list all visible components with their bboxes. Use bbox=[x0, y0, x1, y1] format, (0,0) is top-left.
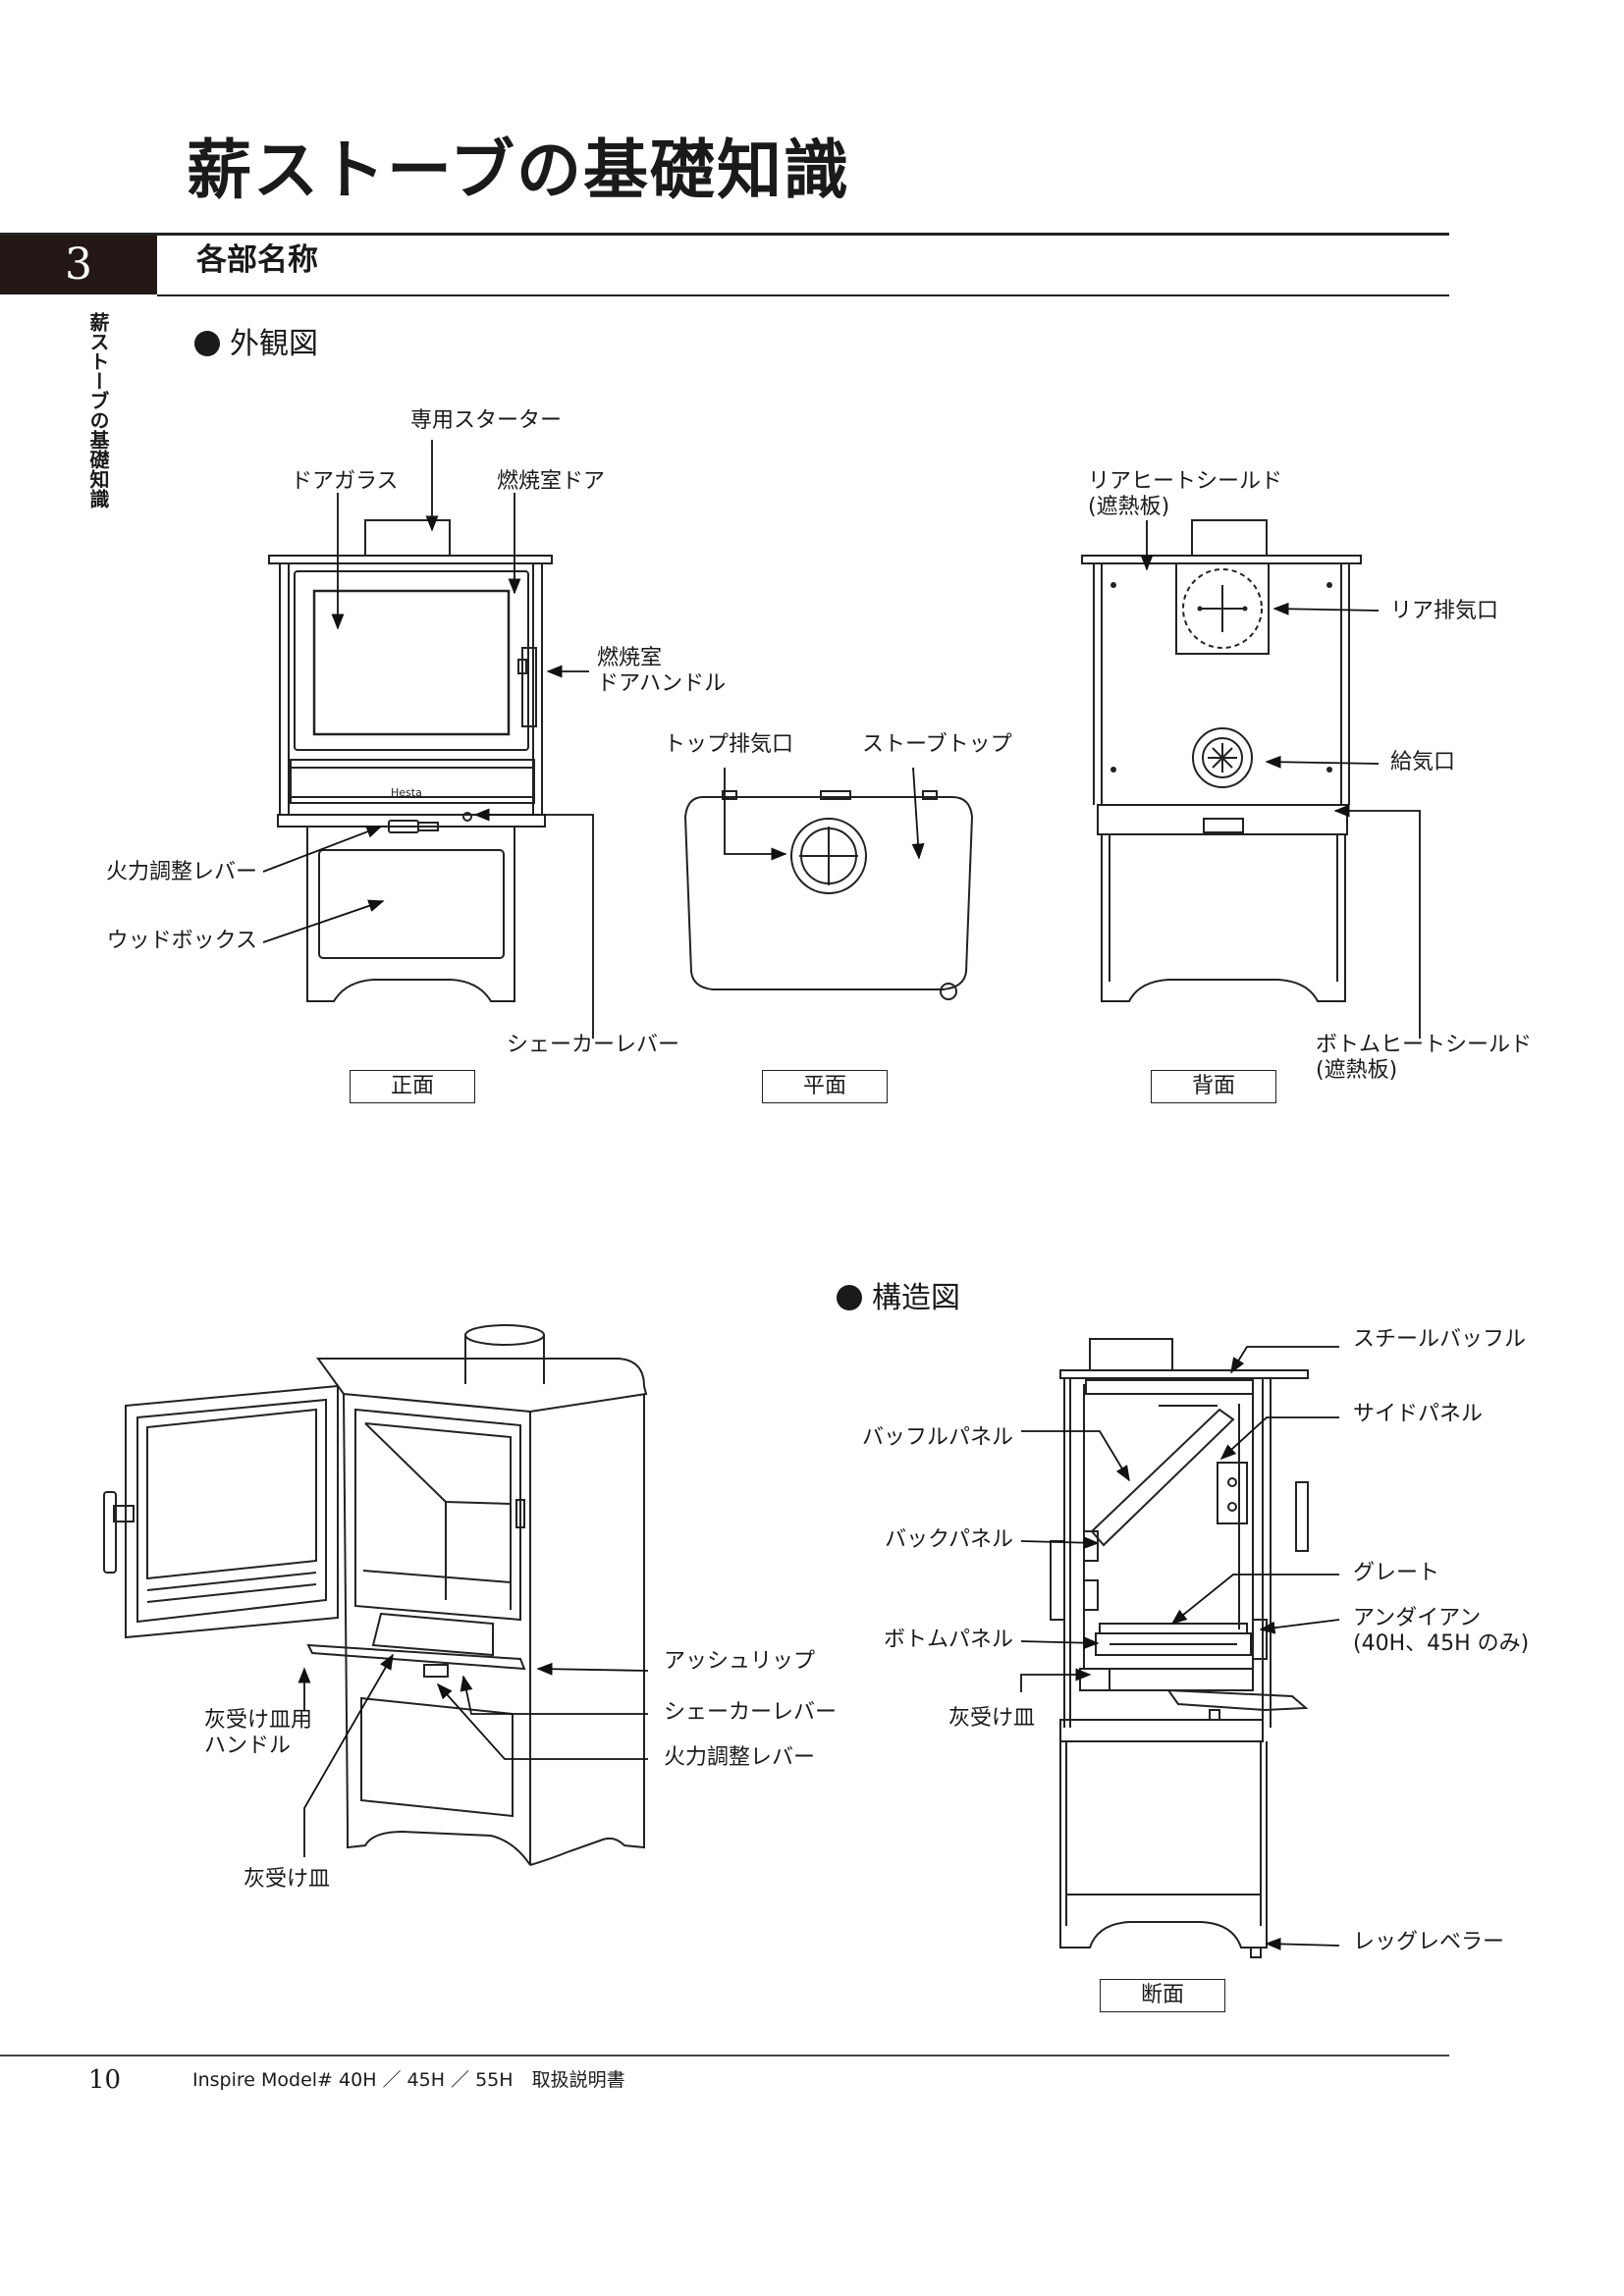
bullet-icon bbox=[194, 331, 220, 356]
brand-plate: Hesta bbox=[391, 786, 422, 799]
section-number: 3 bbox=[0, 236, 157, 294]
label-ashpan-perspective: 灰受け皿 bbox=[244, 1867, 331, 1892]
structure-heading: 構造図 bbox=[837, 1284, 960, 1313]
leader-lines bbox=[262, 440, 1421, 1950]
label-starter: 専用スターター bbox=[410, 408, 563, 433]
perspective-drawing bbox=[103, 1324, 648, 1866]
label-top-exhaust: トップ排気口 bbox=[664, 732, 794, 757]
page-number: 10 bbox=[88, 2065, 122, 2095]
title-rule bbox=[0, 233, 1449, 236]
plan-view-drawing bbox=[683, 790, 974, 1000]
label-grate: グレート bbox=[1353, 1561, 1440, 1585]
front-view-drawing bbox=[268, 519, 553, 1002]
label-steel-baffle: スチールバッフル bbox=[1353, 1327, 1527, 1352]
view-label-front: 正面 bbox=[350, 1070, 475, 1103]
view-label-back: 背面 bbox=[1151, 1070, 1276, 1103]
label-bottom-shield: ボトムヒートシールド (遮熱板) bbox=[1316, 1033, 1533, 1083]
label-air-lever: 火力調整レバー bbox=[105, 860, 257, 884]
label-woodbox: ウッドボックス bbox=[106, 929, 257, 953]
label-door-handle: 燃焼室 ドアハンドル bbox=[597, 646, 727, 696]
label-rear-shield: リアヒートシールド (遮熱板) bbox=[1088, 469, 1283, 519]
page-title: 薪ストーブの基礎知識 bbox=[187, 132, 851, 208]
label-rear-exhaust: リア排気口 bbox=[1390, 599, 1499, 623]
side-tab: 薪ストーブの基礎知識 bbox=[86, 312, 110, 508]
label-door-glass: ドアガラス bbox=[291, 469, 399, 494]
footer-rule bbox=[0, 2055, 1449, 2056]
label-leg-leveler: レッグレベラー bbox=[1353, 1930, 1505, 1954]
footer-text: Inspire Model# 40H ／ 45H ／ 55H 取扱説明書 bbox=[192, 2069, 625, 2091]
view-label-section: 断面 bbox=[1100, 1979, 1225, 2012]
label-shaker-lever: シェーカーレバー bbox=[507, 1033, 680, 1057]
label-ash-lip: アッシュリップ bbox=[664, 1649, 816, 1674]
label-ashpan-handle: 灰受け皿用 ハンドル bbox=[204, 1708, 313, 1758]
structure-heading-text: 構造図 bbox=[872, 1281, 960, 1315]
label-bottom-panel: ボトムパネル bbox=[883, 1628, 1013, 1652]
view-label-plan: 平面 bbox=[762, 1070, 888, 1103]
label-back-panel: バックパネル bbox=[885, 1527, 1013, 1552]
label-stove-top: ストーブトップ bbox=[862, 732, 1012, 757]
label-baffle-panel: バッフルパネル bbox=[861, 1425, 1013, 1450]
label-firebox-door: 燃焼室ドア bbox=[497, 469, 606, 494]
bullet-icon bbox=[837, 1285, 862, 1310]
cross-section-drawing bbox=[1050, 1338, 1309, 1958]
exterior-heading-text: 外観図 bbox=[230, 327, 318, 361]
back-view-drawing bbox=[1081, 519, 1362, 1002]
label-side-panel: サイドパネル bbox=[1353, 1402, 1484, 1426]
label-ashpan-section: 灰受け皿 bbox=[948, 1706, 1036, 1731]
label-andiron: アンダイアン (40H、45H のみ) bbox=[1353, 1606, 1530, 1656]
label-shaker-lever-perspective: シェーカーレバー bbox=[664, 1700, 838, 1725]
section-title: 各部名称 bbox=[196, 242, 318, 278]
label-air-lever-perspective: 火力調整レバー bbox=[664, 1745, 816, 1770]
label-air-intake: 給気口 bbox=[1390, 750, 1456, 774]
exterior-heading: 外観図 bbox=[194, 330, 318, 359]
section-rule bbox=[157, 294, 1449, 296]
